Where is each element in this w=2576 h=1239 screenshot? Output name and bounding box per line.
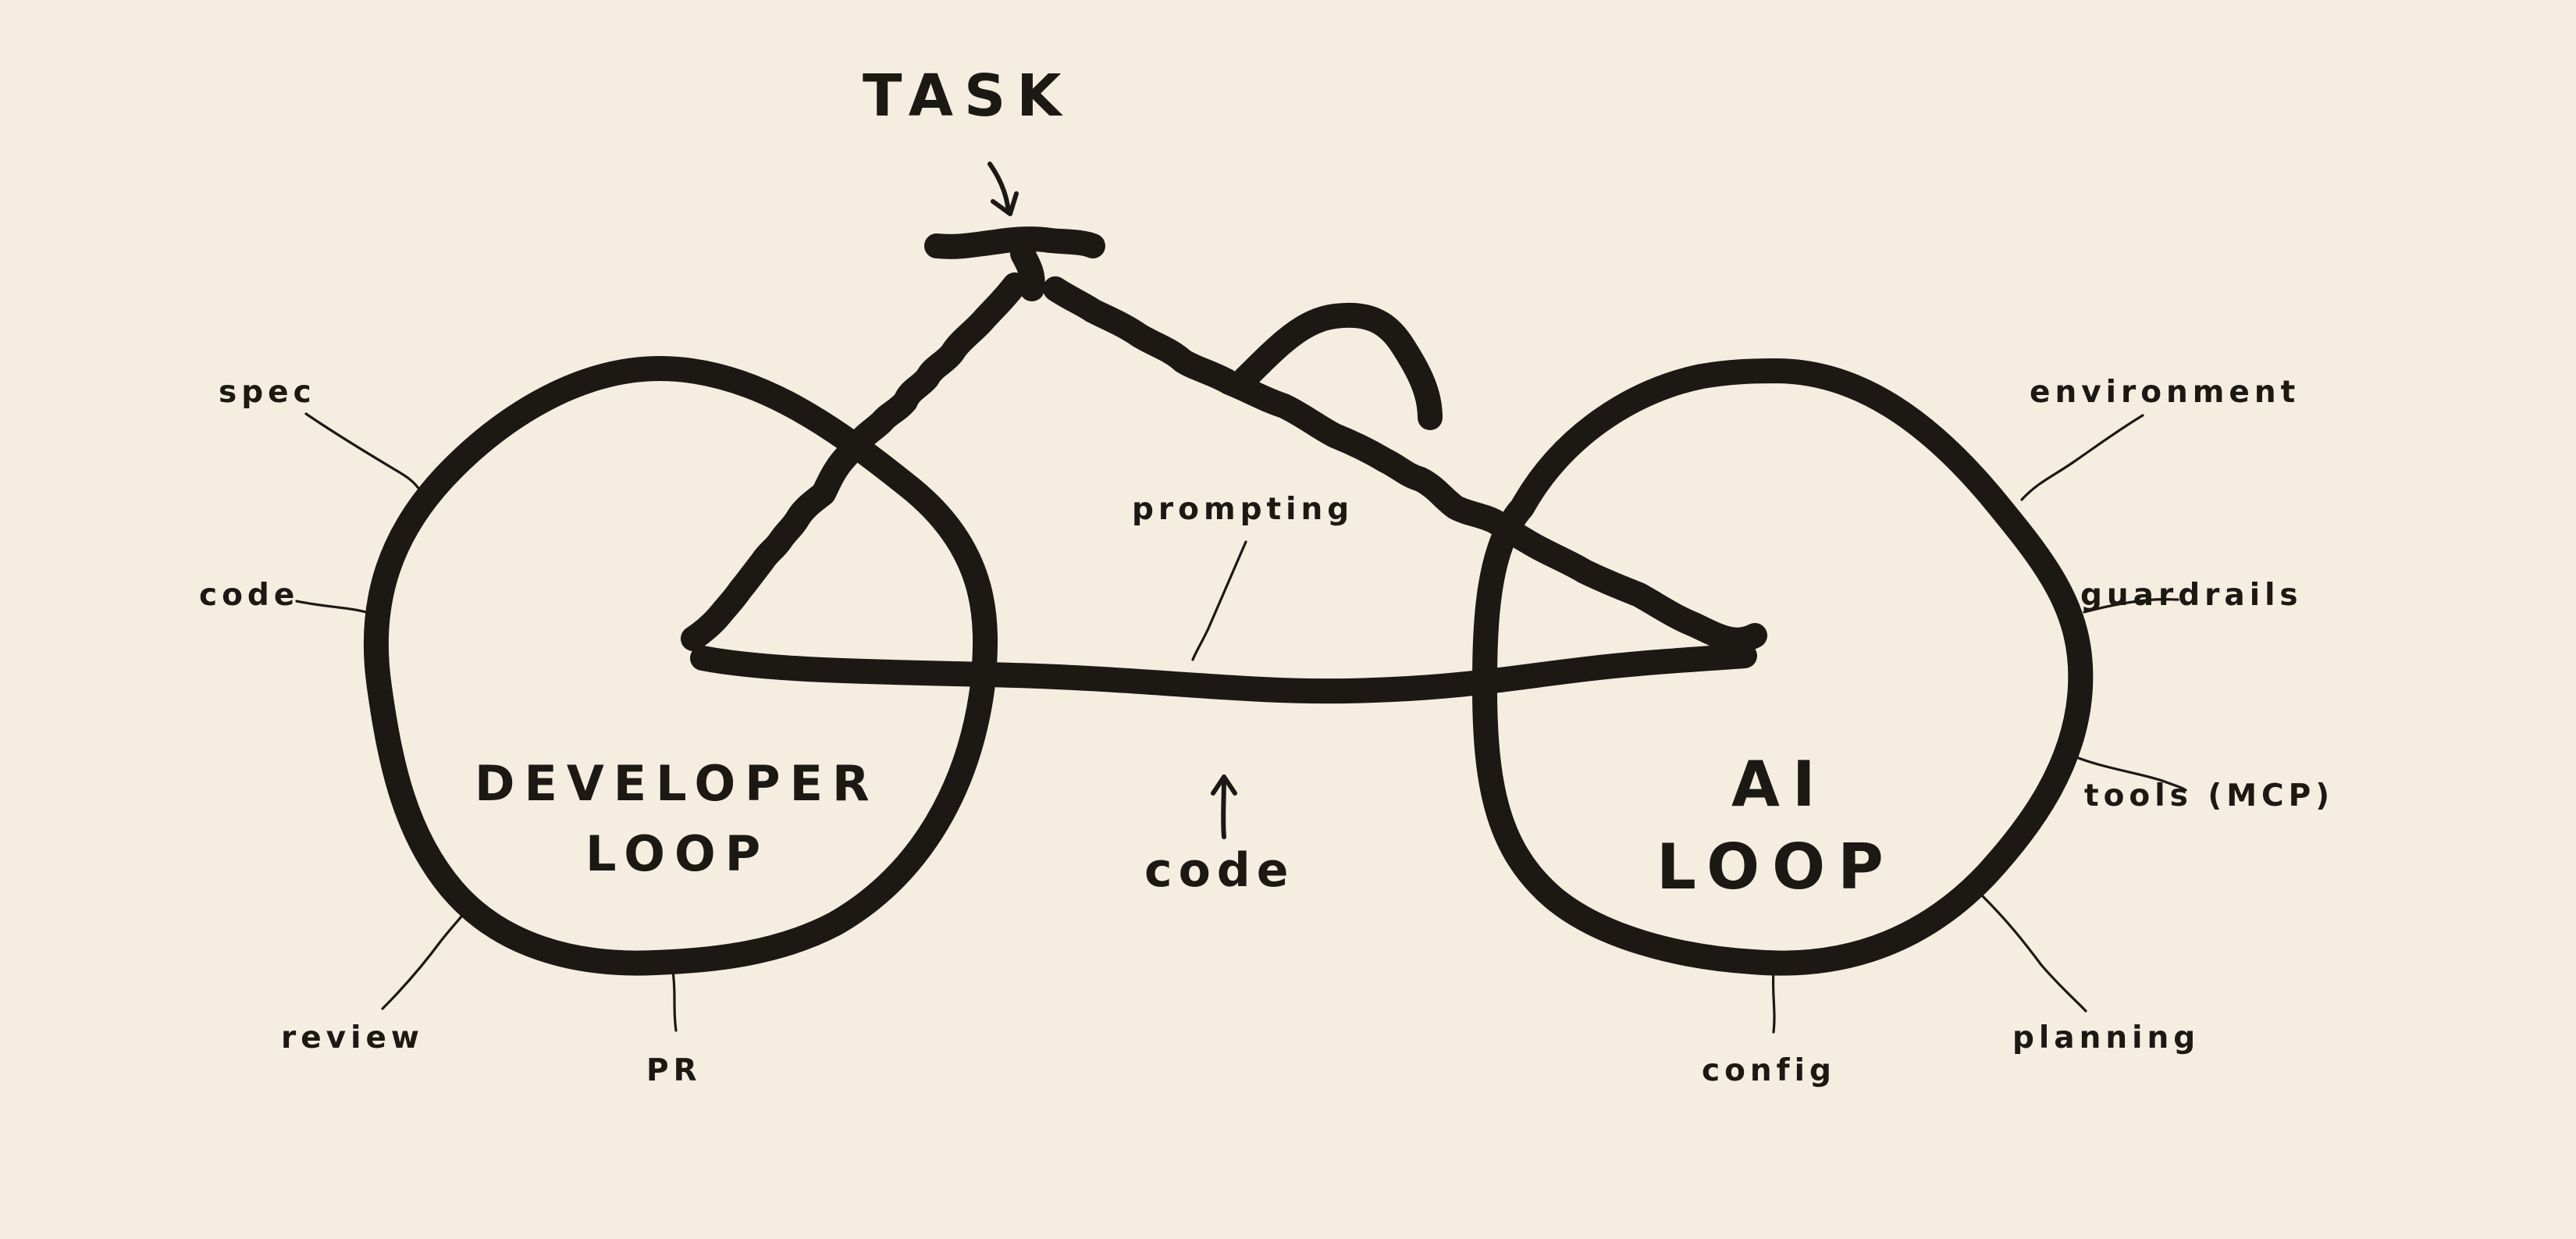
spoke-spec (304, 412, 422, 492)
developer-loop-name-line1: DEVELOPER (475, 755, 879, 812)
spoke-review (381, 906, 470, 1010)
guardrails-label: guardrails (2080, 578, 2303, 613)
prompting-label: prompting (1132, 492, 1354, 527)
seat-post (1010, 241, 1045, 301)
spoke-tools (2075, 756, 2187, 792)
ai-loop-wheel (1472, 358, 2094, 976)
spoke-pr (671, 970, 678, 1032)
task-title: TASK (863, 62, 1073, 130)
code-label: code (1144, 843, 1294, 898)
code-arrowhead-icon (1211, 774, 1237, 796)
developer-loop-wheel (363, 356, 998, 976)
task-arrow (987, 162, 1011, 215)
spoke-guardrails (2083, 597, 2179, 614)
spec-label: spec (219, 375, 316, 410)
handlebar (1233, 302, 1443, 430)
pr-label: PR (646, 1053, 702, 1088)
spoke-planning (1981, 895, 2087, 1013)
ai-loop-name-line2: LOOP (1656, 831, 1896, 903)
ai-loop-name-line1: AI (1731, 748, 1828, 821)
task-arrowhead-icon (991, 191, 1019, 216)
dev-code-label: code (199, 578, 299, 613)
developer-loop-name-line2: LOOP (585, 825, 770, 882)
tools-label: tools (MCP) (2084, 778, 2334, 814)
code-arrow (1221, 774, 1226, 839)
frame-chainstay (690, 643, 1757, 704)
frame-seat-tube (681, 272, 1027, 651)
spoke-code (295, 600, 382, 618)
frame-down-tube (1043, 276, 1767, 653)
planning-label: planning (2012, 1020, 2200, 1056)
prompting-pointer-line (1191, 540, 1247, 661)
seat (924, 226, 1105, 259)
spoke-environment (2020, 414, 2144, 501)
review-label: review (281, 1020, 424, 1056)
environment-label: environment (2030, 375, 2300, 410)
config-label: config (1702, 1053, 1836, 1088)
